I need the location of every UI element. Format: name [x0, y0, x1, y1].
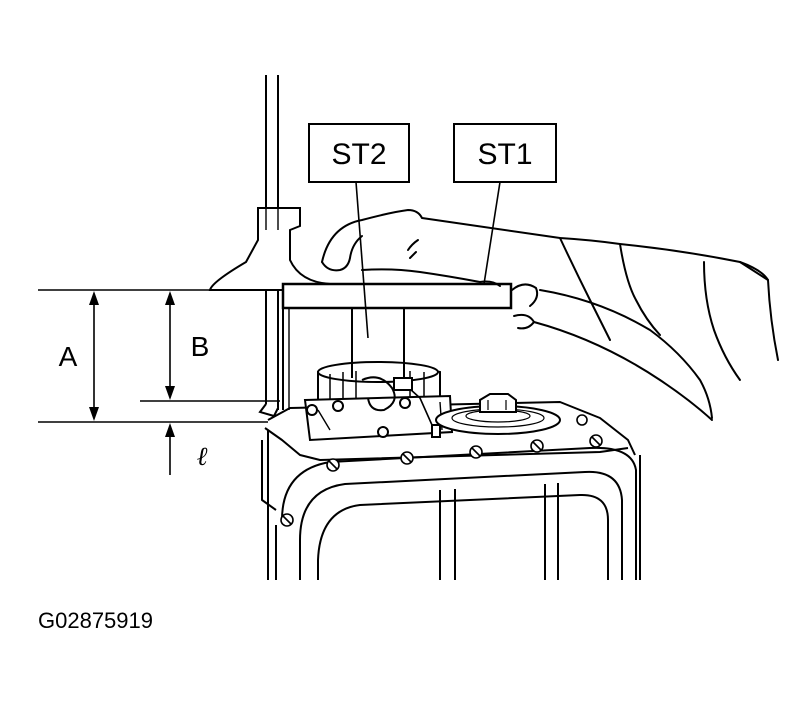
special-tool-st2	[351, 308, 405, 378]
label-st1: ST1	[477, 138, 532, 171]
label-box-st2: ST2	[308, 123, 410, 183]
pan-bolts	[280, 414, 603, 527]
pump-assembly	[303, 361, 454, 442]
figure-id: G02875919	[38, 608, 153, 633]
leader-line-st1	[483, 181, 501, 285]
dimension-arrows	[89, 291, 175, 437]
bolt	[576, 414, 588, 426]
label-box-st1: ST1	[453, 123, 557, 183]
dimension-label-a: A	[59, 341, 78, 372]
output-shaft-boss	[435, 393, 561, 435]
leader-lines	[355, 181, 501, 339]
leader-line-st2	[355, 181, 369, 339]
dimension-label-l: ℓ	[197, 442, 208, 472]
label-st2: ST2	[331, 138, 386, 171]
hand-illustration	[321, 209, 779, 421]
dimension-label-b: B	[191, 331, 210, 362]
special-tool-st1	[281, 282, 513, 410]
